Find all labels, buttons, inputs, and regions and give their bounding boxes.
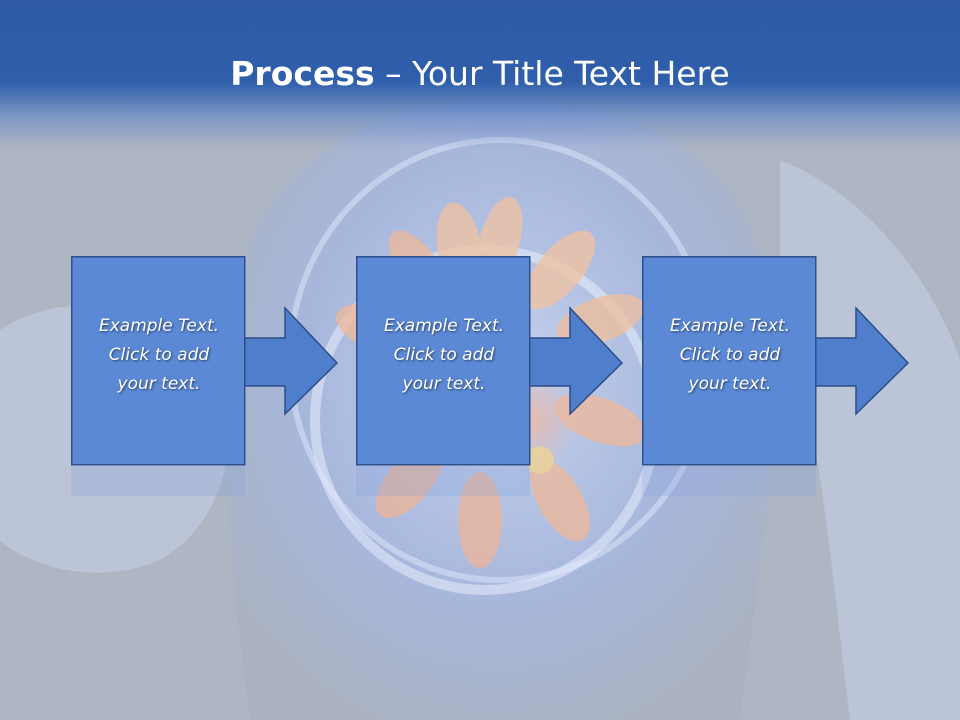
- step-box: [71, 256, 246, 466]
- process-step-3[interactable]: Example Text. Click to add your text.: [642, 256, 922, 496]
- title-rest: – Your Title Text Here: [374, 54, 730, 93]
- title-bar: [0, 0, 960, 148]
- step-text[interactable]: Example Text. Click to add your text.: [383, 316, 505, 394]
- arrow-shape: [520, 306, 624, 416]
- title-bold: Process: [230, 54, 375, 93]
- process-step-1[interactable]: Example Text. Click to add your text.: [71, 256, 351, 496]
- arrow-shape: [235, 306, 339, 416]
- step-box: [356, 256, 531, 466]
- arrow-shape: [806, 306, 910, 416]
- step-text[interactable]: Example Text. Click to add your text.: [98, 316, 220, 394]
- process-step-2[interactable]: Example Text. Click to add your text.: [356, 256, 636, 496]
- step-text[interactable]: Example Text. Click to add your text.: [669, 316, 791, 394]
- slide-title[interactable]: Process – Your Title Text Here: [0, 52, 960, 96]
- step-box: [642, 256, 817, 466]
